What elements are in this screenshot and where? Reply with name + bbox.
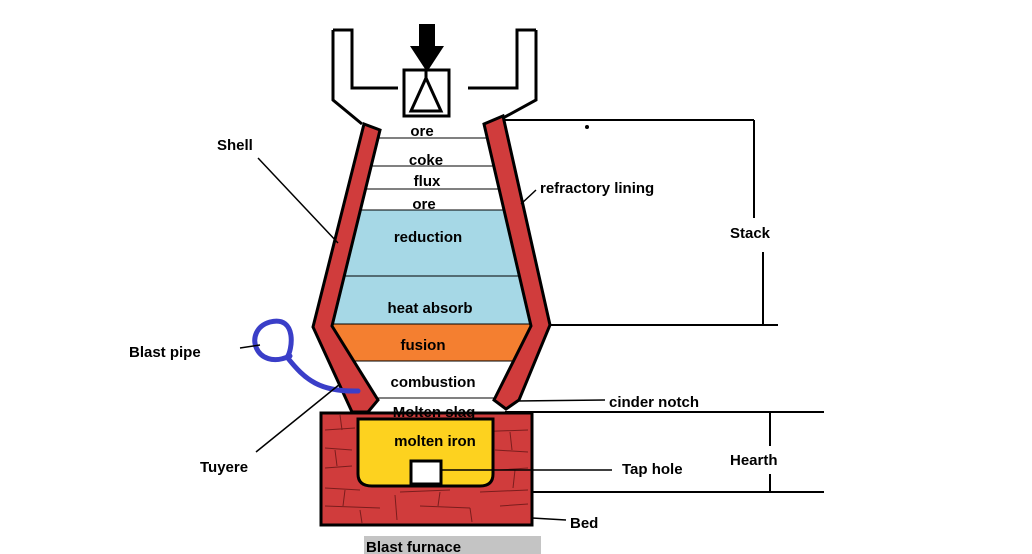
stack-label: Stack — [730, 225, 771, 242]
caption-text: Blast furnace — [366, 539, 461, 554]
zone-ore-top-fill — [372, 120, 493, 138]
zone-molten-iron-label: molten iron — [394, 433, 476, 450]
hearth-dimension — [505, 411, 824, 493]
tuyere-label: Tuyere — [200, 459, 248, 476]
shell-left-wall — [311, 122, 382, 414]
cinder-notch-label: cinder notch — [609, 394, 699, 411]
blast-pipe — [252, 318, 361, 394]
blast-pipe-label: Blast pipe — [129, 344, 201, 361]
refractory-lining-label: refractory lining — [540, 180, 654, 197]
zone-fusion-label: fusion — [401, 337, 446, 354]
leader-lines — [239, 157, 612, 521]
zone-coke-label: coke — [409, 152, 443, 169]
zone-fusion-fill — [333, 324, 533, 361]
zone-ore-top-label: ore — [410, 123, 433, 140]
tap-hole — [409, 459, 443, 486]
zone-ore-label: ore — [412, 196, 435, 213]
shell-label: Shell — [217, 137, 253, 154]
zone-reduction-label: reduction — [394, 229, 462, 246]
zone-molten-slag-label: Molten slag — [393, 404, 476, 421]
bed-label: Bed — [570, 515, 598, 532]
zone-heat-absorb-label: heat absorb — [387, 300, 472, 317]
charge-arrow — [410, 24, 444, 72]
zone-flux-label: flux — [414, 173, 441, 190]
brick-pattern — [324, 414, 529, 524]
charging-hopper — [331, 28, 538, 126]
hearth-label: Hearth — [730, 452, 778, 469]
zone-separators — [333, 137, 533, 399]
stack-dimension — [503, 119, 778, 326]
caption-background — [364, 536, 541, 554]
stack-dot — [585, 125, 589, 129]
zone-combustion-label: combustion — [391, 374, 476, 391]
tap-hole-label: Tap hole — [622, 461, 683, 478]
shell-right-wall — [482, 113, 552, 411]
zone-reduction-fill — [333, 210, 533, 324]
